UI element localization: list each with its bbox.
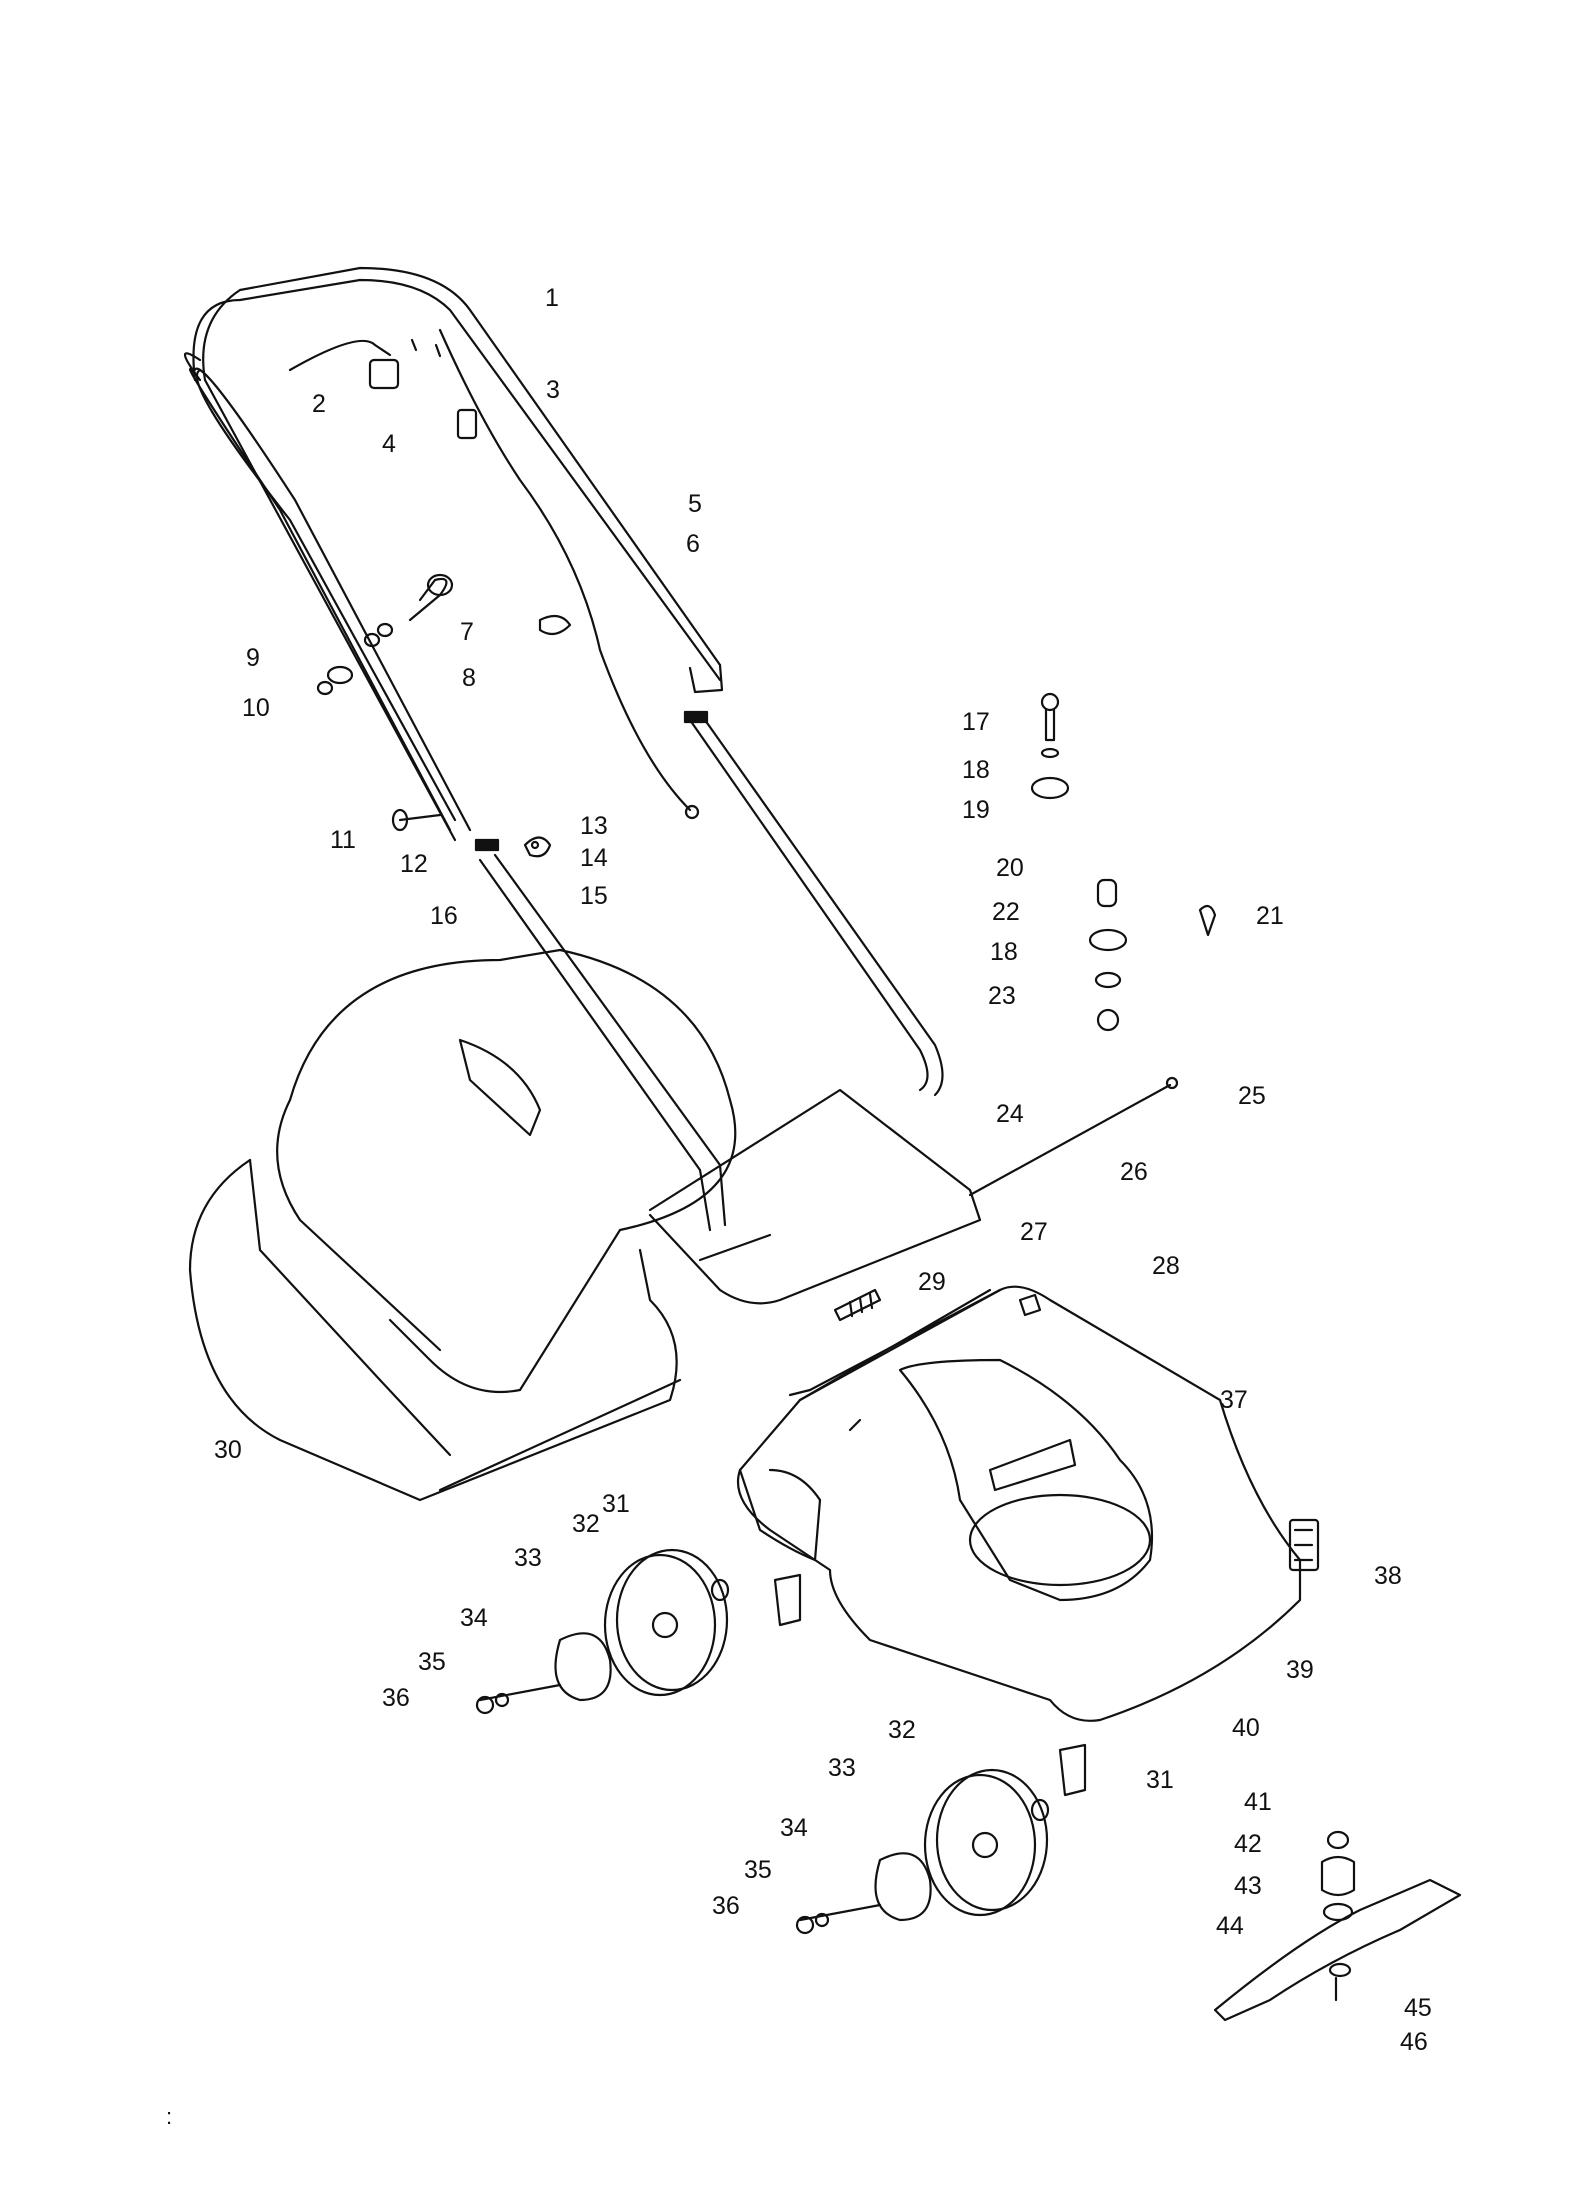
callout: 11 <box>330 826 356 854</box>
callout: 9 <box>246 644 260 672</box>
callout: 6 <box>686 530 700 558</box>
callout: 3 <box>546 376 560 404</box>
callout: 42 <box>1234 1830 1262 1858</box>
callout: 30 <box>214 1436 242 1464</box>
callout: 32 <box>888 1716 916 1744</box>
callout: 41 <box>1244 1788 1272 1816</box>
callout: 1 <box>545 284 559 312</box>
callout: 22 <box>992 898 1020 926</box>
callout: 29 <box>918 1268 946 1296</box>
callout: 46 <box>1400 2028 1428 2056</box>
grass-collector <box>188 948 737 1502</box>
callout: 34 <box>780 1814 808 1842</box>
callout: 28 <box>1152 1252 1180 1280</box>
callout: 23 <box>988 982 1016 1010</box>
callout: 36 <box>712 1892 740 1920</box>
callout: 14 <box>580 844 608 872</box>
callout: 7 <box>460 618 474 646</box>
callout: 35 <box>418 1648 446 1676</box>
callout: 8 <box>462 664 476 692</box>
callout: 26 <box>1120 1158 1148 1186</box>
callout: 16 <box>430 902 458 930</box>
callout: 34 <box>460 1604 488 1632</box>
switch-and-cable <box>288 328 700 820</box>
rear-wheel <box>795 1743 1087 1935</box>
rear-flap <box>648 1088 982 1305</box>
callout: 40 <box>1232 1714 1260 1742</box>
callout: 2 <box>312 390 326 418</box>
motor-parts <box>1030 692 1217 1032</box>
callout: 25 <box>1238 1082 1266 1110</box>
callout: 21 <box>1256 902 1284 930</box>
callout: 37 <box>1220 1386 1248 1414</box>
callout: 13 <box>580 812 608 840</box>
corner-mark: : <box>166 2104 173 2129</box>
callout: 38 <box>1374 1562 1402 1590</box>
callout: 27 <box>1020 1218 1048 1246</box>
callout: 33 <box>828 1754 856 1782</box>
callout: 4 <box>382 430 396 458</box>
callout: 24 <box>996 1100 1024 1128</box>
callout: 32 <box>572 1510 600 1538</box>
handle-knobs <box>316 573 552 858</box>
callout: 31 <box>602 1490 630 1518</box>
callout: 31 <box>1146 1766 1174 1794</box>
callout: 33 <box>514 1544 542 1572</box>
callout: 17 <box>962 708 990 736</box>
callout: 19 <box>962 796 990 824</box>
callout: 45 <box>1404 1994 1432 2022</box>
callout: 43 <box>1234 1872 1262 1900</box>
callout: 15 <box>580 882 608 910</box>
spring <box>833 1288 882 1322</box>
callout: 44 <box>1216 1912 1244 1940</box>
callout: 18 <box>990 938 1018 966</box>
upper-handle <box>184 266 724 842</box>
callout: 20 <box>996 854 1024 882</box>
callout: 12 <box>400 850 428 878</box>
callout: 35 <box>744 1856 772 1884</box>
callout: 5 <box>688 490 702 518</box>
callout: 36 <box>382 1684 410 1712</box>
mower-deck <box>736 1285 1320 1722</box>
blade-assembly <box>1213 1830 1462 2022</box>
callout: 18 <box>962 756 990 784</box>
callout: 39 <box>1286 1656 1314 1684</box>
front-wheel <box>475 1548 802 1715</box>
rear-rod <box>968 1076 1179 1197</box>
lower-handle <box>474 710 944 1232</box>
callout: 10 <box>242 694 270 722</box>
